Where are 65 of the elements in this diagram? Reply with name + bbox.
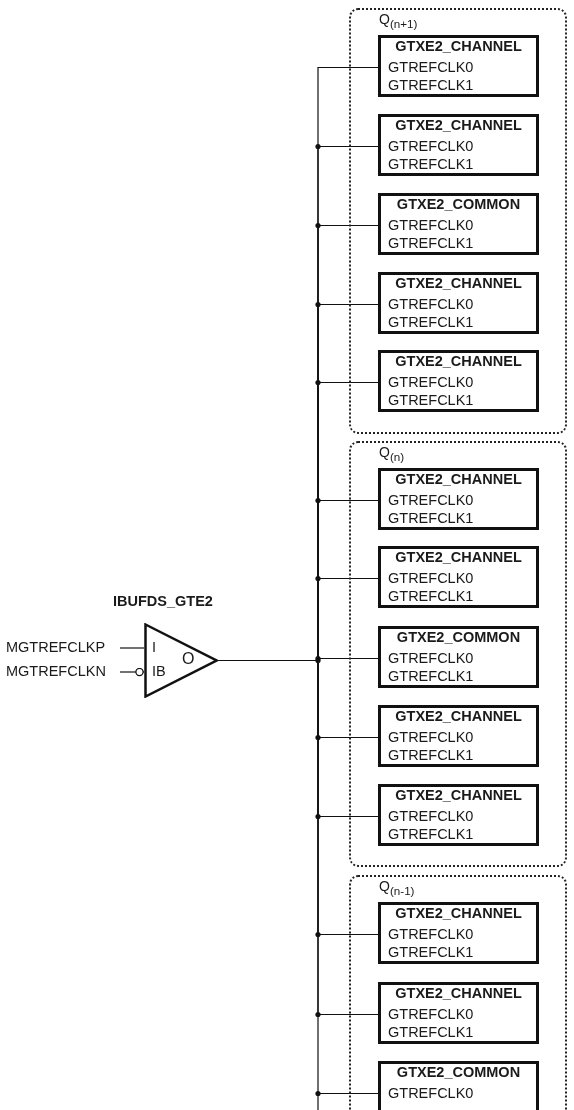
block-box [378,114,539,176]
connector-line [119,647,145,649]
port-label: GTREFCLK0 [388,491,474,509]
signal-name: MGTREFCLKN [6,662,118,682]
connector-line [119,667,145,677]
block-title: GTXE2_COMMON [395,1063,522,1081]
port-label: GTREFCLK1 [388,313,474,331]
port-label: GTREFCLK0 [388,569,474,587]
pin-label: I [152,638,157,656]
block-title: GTXE2_CHANNEL [394,707,523,725]
block-box [378,35,539,97]
block-box [378,982,539,1044]
port-label: GTREFCLK0 [388,373,474,391]
block-title: GTXE2_CHANNEL [394,352,523,370]
block-title: GTXE2_CHANNEL [394,904,523,922]
block-title: GTXE2_CHANNEL [394,37,523,55]
port-label: GTREFCLK1 [388,667,474,685]
block-title: GTXE2_CHANNEL [394,274,523,292]
port-label: GTREFCLK1 [388,509,474,527]
block-title: GTXE2_COMMON [395,628,522,646]
group-label: Q$_{(n)}$ [379,443,405,465]
port-label: GTREFCLK1 [388,76,474,94]
block-box [378,350,539,412]
pin-label: O [182,650,195,668]
port-label: GTREFCLK0 [388,216,474,234]
port-label: GTREFCLK0 [388,807,474,825]
block-title: GTXE2_CHANNEL [394,470,523,488]
port-label: GTREFCLK0 [388,1084,474,1102]
block-title: GTXE2_CHANNEL [394,984,523,1002]
port-label: GTREFCLK1 [388,825,474,843]
port-label: GTREFCLK1 [388,234,474,252]
port-label: GTREFCLK1 [388,391,474,409]
port-label: GTREFCLK0 [388,137,474,155]
port-label: GTREFCLK0 [388,925,474,943]
block-box [378,468,539,530]
port-label: GTREFCLK1 [388,1023,474,1041]
block-title: GTXE2_COMMON [395,195,522,213]
port-label: GTREFCLK0 [388,649,474,667]
block-box [378,1061,539,1110]
port-label: GTREFCLK0 [388,1005,474,1023]
quad-group [349,8,567,434]
block-box [378,626,539,688]
port-label: GTREFCLK1 [388,746,474,764]
signal-name: MGTREFCLKP [6,638,118,658]
block-box [378,193,539,255]
port-label: GTREFCLK0 [388,728,474,746]
port-label: GTREFCLK0 [388,295,474,313]
group-label: Q$_{(n+1)}$ [379,10,418,32]
block-box [378,784,539,846]
buffer-name: IBUFDS_GTE2 [112,592,214,610]
port-label: GTREFCLK1 [388,943,474,961]
port-label: GTREFCLK0 [388,58,474,76]
quad-group [349,875,567,1110]
block-box [378,546,539,608]
block-title: GTXE2_CHANNEL [394,548,523,566]
block-box [378,902,539,964]
block-box [378,705,539,767]
group-label: Q$_{(n-1)}$ [379,877,415,899]
port-label: GTREFCLK1 [388,587,474,605]
block-title: GTXE2_CHANNEL [394,116,523,134]
block-box [378,272,539,334]
block-title: GTXE2_CHANNEL [394,786,523,804]
quad-group [349,441,567,867]
pin-label: IB [152,662,166,680]
port-label: GTREFCLK1 [388,155,474,173]
